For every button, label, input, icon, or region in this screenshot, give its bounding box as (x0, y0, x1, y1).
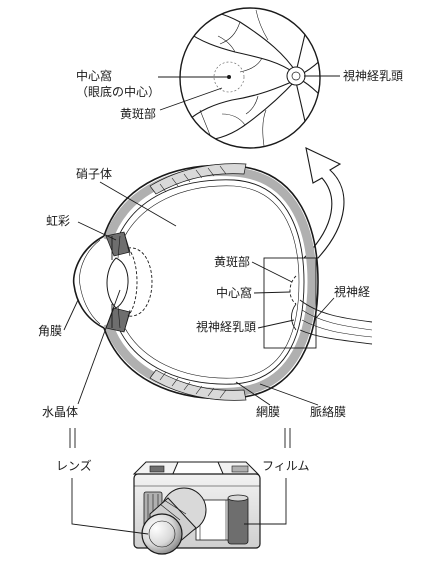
label-choroid: 脈絡膜 (310, 404, 346, 419)
fundus-view (179, 7, 321, 149)
label-optic-nerve: 視神経 (334, 284, 370, 299)
label-macula-top: 黄斑部 (120, 106, 156, 121)
label-iris: 虹彩 (46, 214, 70, 228)
label-retina: 網膜 (256, 405, 280, 419)
macula-ring (213, 61, 245, 93)
label-macula: 黄斑部 (214, 254, 250, 269)
label-film: フィルム (262, 459, 310, 473)
label-fovea: 中心窩 (76, 68, 112, 83)
camera (132, 461, 261, 555)
label-vitreous: 硝子体 (76, 167, 112, 181)
zoom-arrow (302, 147, 345, 259)
label-fovea-note: （眼底の中心） (76, 84, 160, 99)
label-camera-lens: レンズ (56, 458, 92, 473)
camera-lens-glass (141, 513, 183, 555)
label-optic-disc-top: 視神経乳頭 (343, 68, 403, 83)
fovea-dot (227, 75, 231, 79)
eyeball (72, 163, 373, 401)
label-optic-disc: 視神経乳頭 (196, 319, 256, 334)
label-lens: 水晶体 (42, 405, 78, 419)
label-cornea: 角膜 (38, 324, 62, 338)
zoom-frame (263, 257, 317, 349)
label-fovea-mid: 中心窩 (216, 285, 252, 300)
